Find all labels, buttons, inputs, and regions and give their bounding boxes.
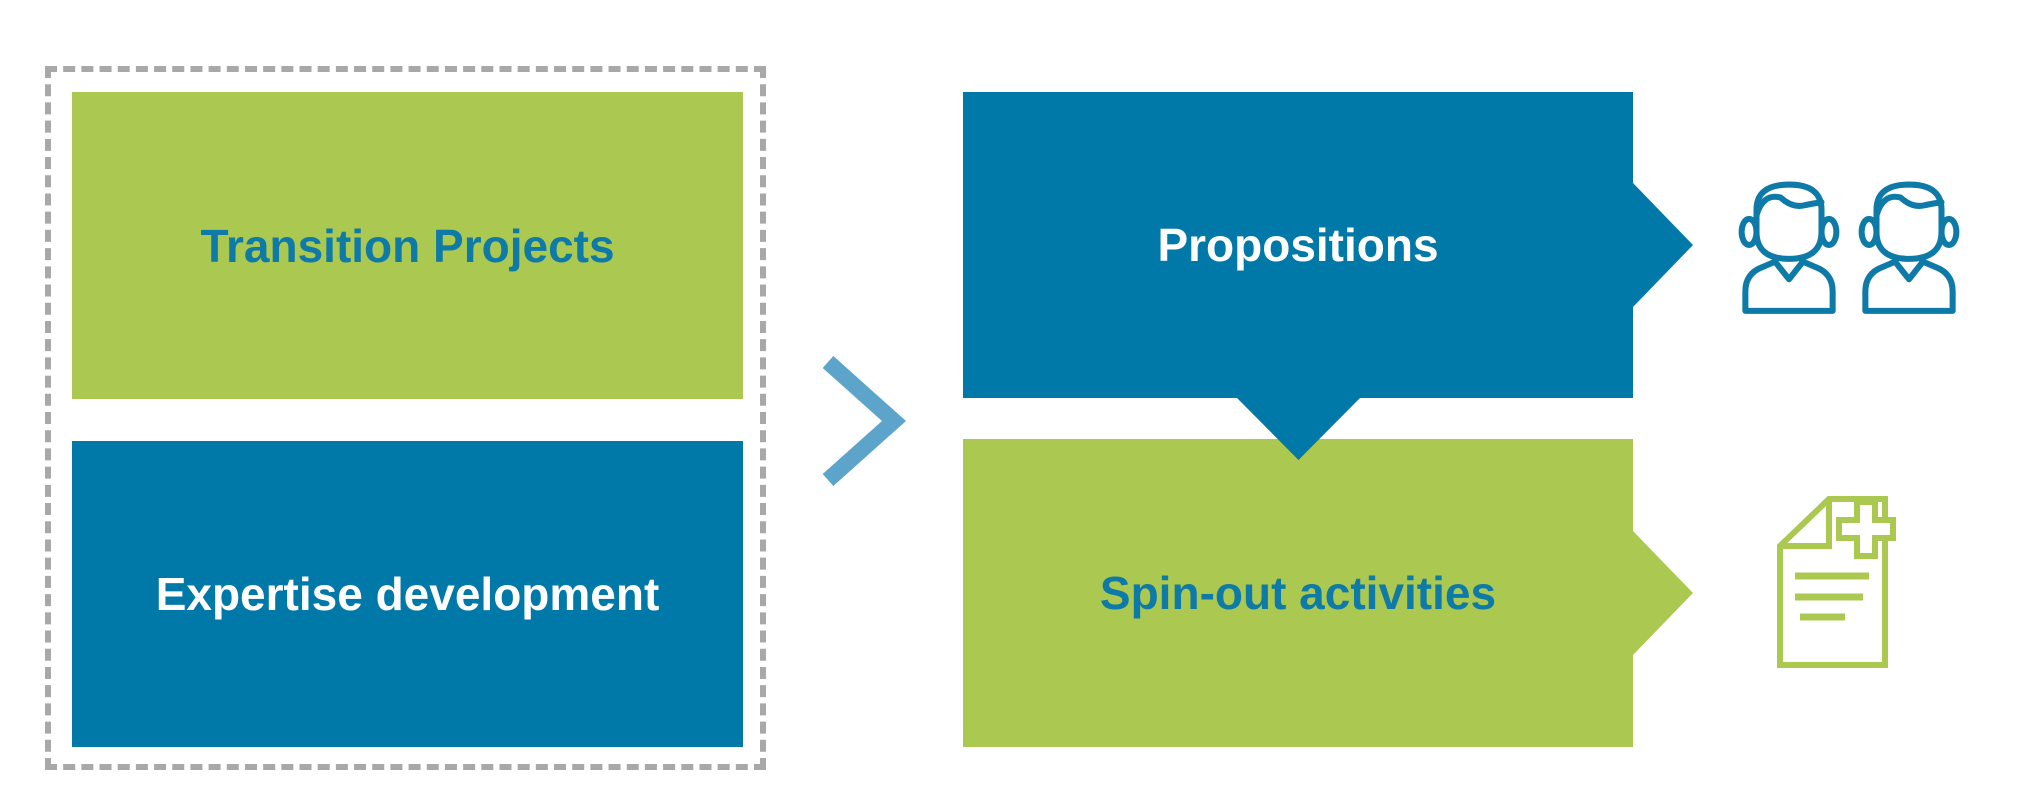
document-plus-icon (1777, 496, 1903, 673)
document-page-icon (1777, 496, 1896, 668)
person-icon (1738, 181, 1840, 314)
propositions-box: Propositions (963, 92, 1633, 398)
transition-projects-box: Transition Projects (72, 92, 743, 399)
expertise-development-label: Expertise development (155, 568, 660, 620)
two-persons-icon (1737, 172, 1961, 316)
propositions-label: Propositions (1157, 219, 1439, 271)
transition-projects-label: Transition Projects (200, 219, 615, 272)
chevron-right-icon (822, 356, 906, 486)
input-group-dashed-border (45, 66, 766, 770)
propositions-right-arrow (1633, 183, 1693, 307)
expertise-development-box: Expertise development (72, 441, 743, 747)
spin-out-activities-label: Spin-out activities (1099, 567, 1497, 619)
spin-out-activities-box: Spin-out activities (963, 439, 1633, 747)
propositions-down-arrow (1236, 397, 1361, 460)
spin-out-right-arrow (1633, 531, 1693, 655)
person-icon (1858, 181, 1960, 314)
